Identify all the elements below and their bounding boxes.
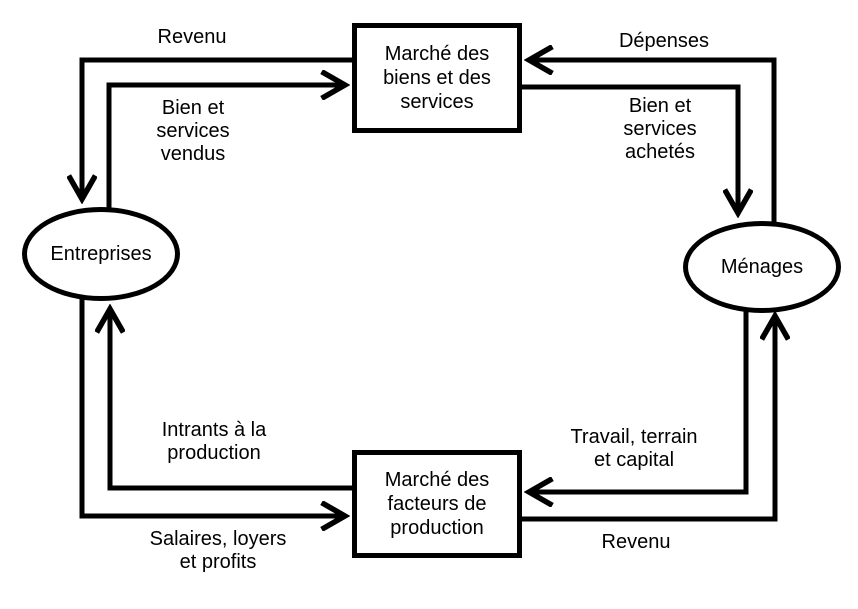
node-households: Ménages	[683, 221, 841, 313]
flow-label-revenue-bottom: Revenu	[601, 531, 671, 553]
flow-arrow-revenue-bottom	[522, 316, 775, 522]
flow-arrow-wages	[79, 299, 345, 516]
flow-label-labor: Travail, terrain et capital	[570, 426, 698, 471]
flow-arrow-revenue-top	[82, 57, 352, 199]
flow-arrow-expenses	[529, 60, 777, 223]
flow-arrow-goods-sold	[106, 85, 345, 209]
node-firms: Entreprises	[22, 207, 180, 301]
node-goods-market-label: Marché des biens et des services	[383, 43, 491, 113]
flow-label-revenue-top: Revenu	[157, 26, 227, 48]
node-goods-market: Marché des biens et des services	[352, 23, 522, 133]
flow-arrow-labor	[529, 311, 749, 492]
flow-label-inputs: Intrants à la production	[161, 419, 267, 464]
node-factors-market-label: Marché des facteurs de production	[384, 469, 490, 539]
flow-arrow-goods-bought	[522, 84, 738, 213]
flow-label-expenses: Dépenses	[618, 30, 710, 52]
flow-arrow-inputs	[110, 309, 352, 491]
flow-label-goods-sold: Bien et services vendus	[156, 97, 230, 165]
flow-label-wages: Salaires, loyers et profits	[149, 528, 287, 573]
node-firms-label: Entreprises	[50, 242, 152, 265]
flow-label-goods-bought: Bien et services achetés	[623, 95, 697, 163]
node-factors-market: Marché des facteurs de production	[352, 450, 522, 558]
node-households-label: Ménages	[720, 255, 804, 278]
